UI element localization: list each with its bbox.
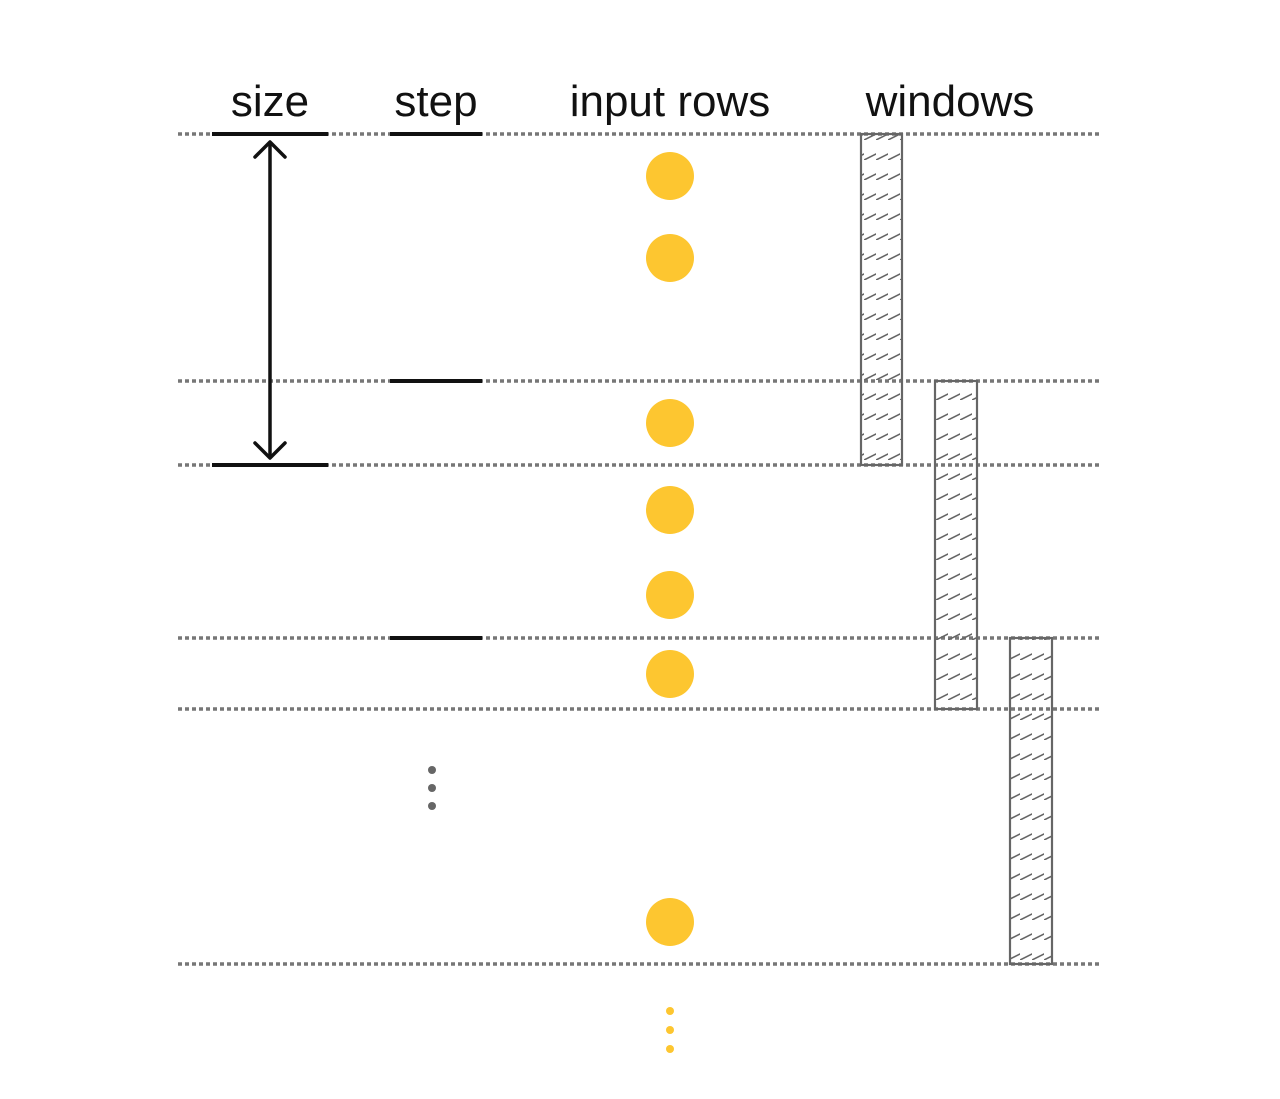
- input-row-dot: [646, 486, 694, 534]
- input-row-dot: [646, 399, 694, 447]
- window-bar: [859, 132, 904, 467]
- input-row-dot: [646, 152, 694, 200]
- input-row-dot: [646, 650, 694, 698]
- step-header: step: [394, 77, 477, 126]
- input-rows-header: input rows: [570, 77, 771, 126]
- step-markers: [390, 132, 482, 640]
- input-row-dot: [646, 234, 694, 282]
- windows-header: windows: [865, 77, 1035, 126]
- input-rows: [646, 152, 694, 946]
- grid-lines: [178, 132, 1102, 966]
- size-header: size: [231, 77, 309, 126]
- window-bar: [933, 379, 979, 711]
- size-markers: [212, 132, 328, 467]
- input-row-dot: [646, 898, 694, 946]
- vertical-ellipsis-icon: [666, 1007, 674, 1053]
- windows: [859, 132, 1054, 966]
- input-row-dot: [646, 571, 694, 619]
- window-bar: [1008, 636, 1054, 966]
- double-headed-arrow-icon: [253, 140, 287, 460]
- vertical-ellipsis-icon: [428, 766, 436, 810]
